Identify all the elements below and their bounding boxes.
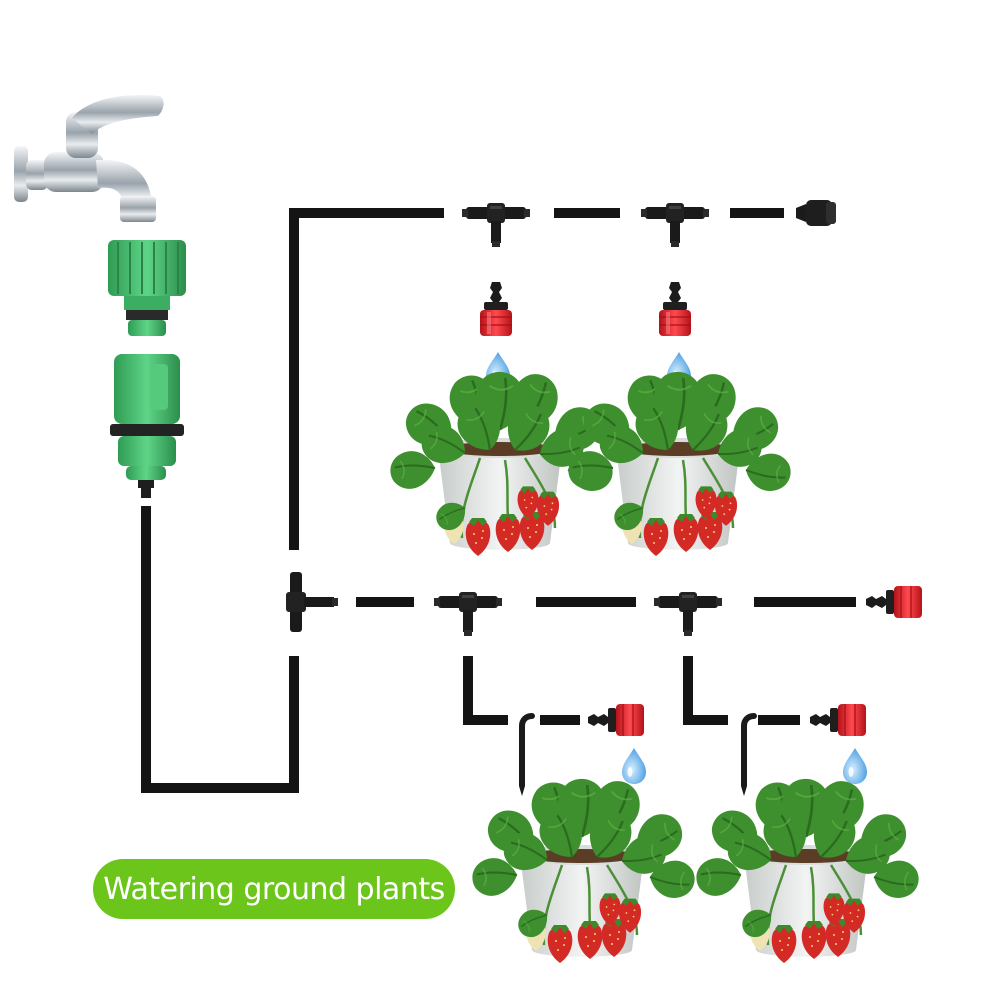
quick-connector-icon [110, 354, 184, 498]
strawberry-plant-pot-icon [567, 368, 792, 556]
faucet-icon [14, 94, 164, 222]
caption-pill: Watering ground plants [93, 859, 455, 919]
end-plug-icon [796, 200, 836, 226]
hose-connector-icon [108, 240, 186, 336]
main-pipe [141, 208, 856, 793]
strawberry-plant-pot-icon [471, 775, 696, 963]
caption-text: Watering ground plants [103, 871, 445, 907]
strawberry-plant-pot-icon [695, 775, 920, 963]
tee-connector-icon [286, 203, 722, 636]
